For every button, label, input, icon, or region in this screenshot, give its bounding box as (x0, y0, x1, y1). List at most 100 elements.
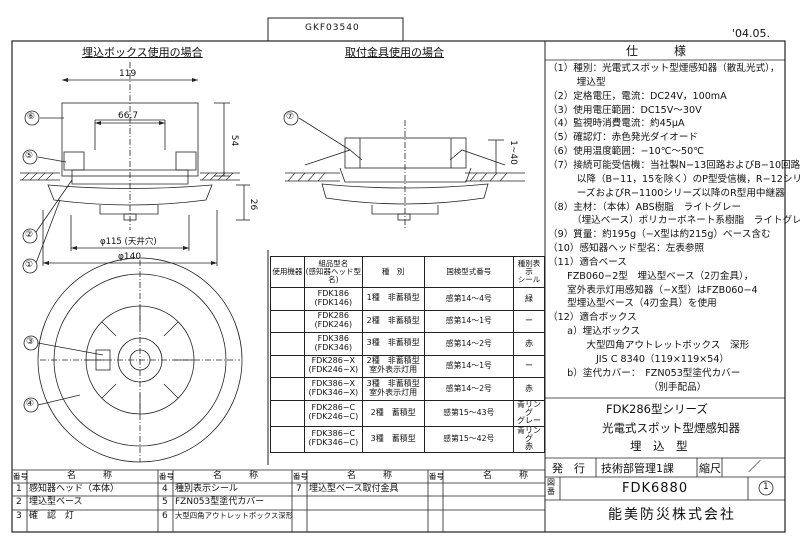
seal-cell: 青リング 赤 (513, 425, 545, 453)
scale-label: 縮尺 (699, 462, 721, 475)
parts-header-no: 番号 (13, 472, 28, 481)
type-cell: 3種 非蓄積型 (361, 332, 425, 356)
issue-label: 発 行 (552, 462, 585, 475)
cert-cell: 感第14〜2号 (423, 332, 515, 356)
cert-cell: 感第14〜4号 (423, 287, 515, 311)
model-cell: FDK286−C(FDK246−C) (303, 399, 363, 427)
dim-54: 54 (229, 134, 240, 147)
spec-title: 仕 様 (626, 44, 687, 58)
spec-line: FZB060−2型 埋込型ベース（2刃金具）， (548, 270, 754, 282)
device-cell (270, 425, 305, 453)
part-number: 1 (16, 484, 22, 494)
model-cell-line: (FDK346−X) (308, 387, 359, 397)
device-cell (270, 309, 305, 333)
device-cell (270, 354, 305, 378)
callout-1: ① (25, 260, 34, 270)
spec-line: 以降（B−11，15を除く）のP型受信機，R−12シリ (548, 173, 800, 185)
fig-number: FDK6880 (622, 481, 689, 496)
type-cell-line: 2種 非蓄積型 (366, 315, 420, 325)
model-cell: FDK386(FDK346) (303, 332, 363, 356)
dim-140: φ140 (118, 252, 142, 262)
part-number: 7 (296, 484, 302, 494)
col-header-seal: 種別表示 シール (513, 256, 545, 288)
spec-line: b）塗代カバー： FZN053型塗代カバー (548, 367, 741, 379)
spec-line: （2）定格電圧，電流：DC24V，100mA (548, 90, 727, 102)
parts-header-name: 名 称 (483, 471, 529, 481)
seal-cell: ー (513, 354, 545, 378)
product-row: FDK286(FDK246)2種 非蓄積型感第14〜1号ー (270, 309, 545, 333)
product-name: 光電式スポット型煙感知器 (602, 421, 740, 435)
type-cell-line: 室外表示灯用 (369, 365, 418, 375)
model-cell: FDK286−X(FDK246−X) (303, 354, 363, 378)
spec-line: 型埋込型ベース（4刃金具）を使用 (548, 298, 717, 310)
model-cell-line: FDK286 (317, 311, 349, 321)
spec-line: ーズおよびR−1100シリーズ以降のR型用中継器 (548, 187, 785, 199)
left-view-title: 埋込ボックス使用の場合 (82, 46, 203, 59)
model-cell-line: (FDK146) (314, 297, 353, 307)
series-title: FDK286型シリーズ (606, 402, 708, 416)
spec-line: 大型四角アウトレットボックス 深形 (548, 340, 750, 351)
part-number: 4 (162, 484, 168, 494)
revision-number: 1 (763, 482, 769, 492)
dim-1-40: 1~40 (507, 140, 518, 165)
callout-6: ⑥ (27, 112, 36, 122)
cert-cell: 感第15〜43号 (423, 399, 515, 427)
cert-cell: 感第14〜1号 (423, 354, 515, 378)
spec-line: （6）使用温度範囲：−10℃〜50℃ (548, 146, 705, 158)
product-table: 使用機器 組品型名 (感知器ヘッド型名) 種 別 国検型式番号 種別表示 シール… (270, 256, 545, 453)
model-cell-line: FDK286−X (311, 356, 356, 366)
dim-115: φ115 (天井穴) (100, 237, 157, 247)
spec-line: （埋込ベース）ポリカーボネート系樹脂 ライトグレー (548, 215, 800, 227)
cert-cell: 感第14〜2号 (423, 377, 515, 401)
spec-line: （11）適合ベース (548, 256, 627, 268)
company-name: 能美防災株式会社 (608, 507, 736, 523)
part-name: 確 認 灯 (29, 511, 75, 521)
seal-cell: 赤 (513, 377, 545, 401)
part-name: 感知器ヘッド（本体） (29, 484, 120, 494)
product-row: FDK286−X(FDK246−X)2種 非蓄積型室外表示灯用感第14〜1号ー (270, 354, 545, 378)
part-number: 6 (162, 511, 168, 521)
spec-line: （9）質量：約195g（−X型は約215g）ベース含む (548, 229, 771, 241)
type-cell: 2種 蓄積型 (361, 399, 425, 427)
model-cell: FDK386−C(FDK346−C) (303, 425, 363, 453)
model-cell-line: (FDK346−C) (308, 438, 359, 448)
col-header-model: 組品型名 (感知器ヘッド型名) (303, 256, 363, 288)
spec-line: （10）感知器ヘッド型名：左表参照 (548, 243, 705, 255)
parts-header-name: 名 称 (67, 471, 113, 481)
product-row: FDK386−C(FDK346−C) 3種 蓄積型感第15〜42号青リング 赤 (270, 425, 545, 453)
dim-66: 66.7 (118, 111, 139, 121)
dim-119: 119 (119, 69, 137, 79)
part-number: 5 (162, 497, 168, 507)
spec-line: （3）使用電圧範囲：DC15V〜30V (548, 104, 702, 116)
part-name: 埋込型ベース取付金具 (309, 484, 399, 494)
callout-3: ③ (26, 337, 35, 347)
dim-26: 26 (248, 198, 259, 211)
right-view-title: 取付金具使用の場合 (345, 46, 444, 59)
type-cell: 1種 非蓄積型 (361, 287, 425, 311)
callout-7: ⑦ (286, 112, 295, 122)
cert-cell: 感第14〜1号 (423, 309, 515, 333)
type-cell-line: 2種 非蓄積型 (366, 356, 420, 366)
drawing-code: GKF03540 (305, 23, 360, 33)
issuer: 技術部管理1課 (601, 462, 674, 475)
spec-line: JIS C 8340（119×119×54） (548, 353, 730, 365)
model-cell-line: (FDK246) (314, 320, 353, 330)
cert-cell: 感第15〜42号 (423, 425, 515, 453)
parts-header-name: 名 称 (347, 471, 393, 481)
device-cell (270, 399, 305, 427)
spec-line: （4）監視時消費電流：約45μA (548, 118, 685, 130)
part-number: 2 (16, 497, 22, 507)
model-cell: FDK186(FDK146) (303, 287, 363, 311)
parts-header-name: 名 称 (213, 471, 259, 481)
type-cell-line: 3種 蓄積型 (370, 433, 416, 443)
spec-line: （別手配品） (548, 381, 707, 393)
part-name: 種別表示シール (175, 484, 239, 494)
product-kind: 埋 込 型 (630, 439, 688, 453)
model-cell: FDK386−X(FDK346−X) (303, 377, 363, 401)
product-row: FDK386−X(FDK346−X)3種 非蓄積型室外表示灯用感第14〜2号赤 (270, 377, 545, 401)
col-header-device: 使用機器 (270, 256, 305, 288)
product-row: FDK386(FDK346)3種 非蓄積型感第14〜2号赤 (270, 332, 545, 356)
type-cell-line: 室外表示灯用 (369, 387, 418, 397)
type-cell-line: 2種 蓄積型 (370, 407, 416, 417)
